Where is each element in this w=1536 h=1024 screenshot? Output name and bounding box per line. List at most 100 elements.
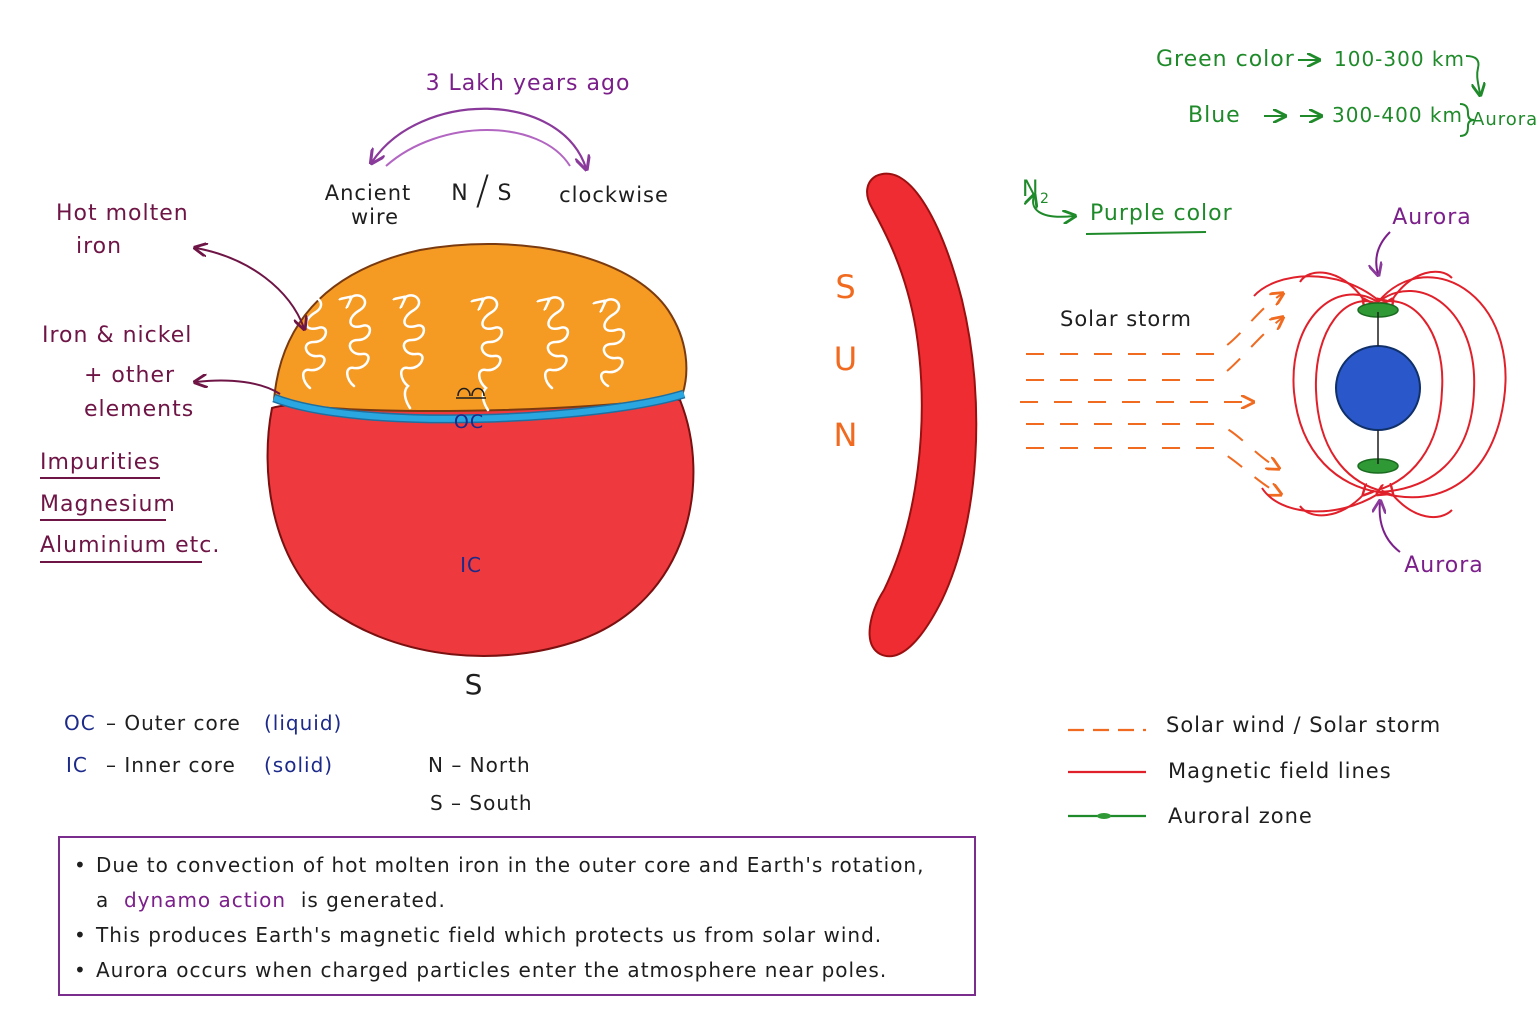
solar-wind-arrow-4 (1026, 423, 1278, 468)
pole-s-label: S (498, 181, 513, 206)
pole-n-label: N (451, 181, 468, 206)
doodle-mark (456, 387, 486, 399)
sun-shape (866, 172, 978, 658)
swirl-6 (601, 298, 625, 388)
note-text-2b: is generated. (300, 888, 446, 912)
field-line-bottom-cusp (1299, 494, 1364, 517)
aurora-top-label: Aurora (1392, 205, 1472, 230)
hot-molten-arrow (196, 248, 304, 328)
legend-label-auroral-zone: Auroral zone (1168, 804, 1313, 828)
green-range-hook (1465, 55, 1480, 94)
ic-core-label: IC (460, 553, 482, 577)
key-south: S – South (430, 791, 533, 815)
aluminium-label: Aluminium etc. (40, 533, 220, 558)
purple-color-underline (1085, 231, 1207, 235)
aurora-bottom-arrow (1380, 502, 1401, 553)
ancient-wire-label-1: Ancient (325, 181, 412, 205)
key-oc-abbr: OC (64, 711, 96, 735)
convection-swirls (303, 294, 625, 412)
south-pole-label: S (465, 668, 484, 701)
inner-core-shape (266, 394, 695, 657)
field-line-mid-right (1377, 290, 1476, 493)
field-line-inner-left (1314, 300, 1379, 491)
iron-nickel-label-2: + other (84, 363, 175, 388)
field-line-top-cusp (1299, 271, 1364, 300)
green-color-label: Green color (1156, 47, 1295, 72)
field-line-top-cusp-r (1392, 270, 1453, 300)
outer-core-shape (272, 242, 688, 413)
aurora-colors-notes: Green color 100-300 km Blue 300-400 km A… (1022, 47, 1536, 235)
sun-letter-n: N (834, 416, 859, 454)
solar-storm-label: Solar storm (1060, 307, 1192, 331)
magnetic-field-lines (1253, 270, 1507, 518)
n2-arrow (1033, 196, 1074, 217)
key-north: N – North (428, 753, 531, 777)
field-line-outer-left-top (1253, 275, 1378, 300)
note-line-3: • This produces Earth's magnetic field wh… (74, 920, 958, 955)
note-line-1: • Due to convection of hot molten iron in… (74, 850, 958, 885)
ancient-wire-label-2: wire (351, 205, 399, 229)
reversal-arrow-outer (372, 107, 586, 168)
purple-color-label: Purple color (1090, 201, 1233, 226)
swirl-5 (545, 296, 569, 390)
green-range-label: 100-300 km (1334, 47, 1465, 71)
reversal-arrow-inner (385, 129, 571, 167)
swirl-4 (479, 296, 503, 412)
key-oc-state: (liquid) (264, 711, 342, 735)
aurora-bottom-label: Aurora (1404, 553, 1484, 578)
field-line-outer-left-bottom (1261, 488, 1378, 513)
swirl-1 (303, 296, 327, 390)
key-oc-text: – Outer core (106, 711, 241, 735)
earth-globe (1335, 345, 1421, 431)
magnesium-label: Magnesium (40, 492, 176, 517)
note-bullet: • (74, 923, 87, 947)
swirl-3 (401, 294, 425, 410)
legend-label-field-lines: Magnetic field lines (1168, 759, 1392, 783)
aurora-brace (1459, 103, 1475, 137)
sun-letter-s: S (835, 268, 856, 306)
impurities-label: Impurities (40, 450, 161, 475)
note-line-2: a dynamo action is generated. (74, 885, 958, 920)
iron-nickel-label-1: Iron & nickel (42, 323, 192, 348)
note-text-4: Aurora occurs when charged particles ent… (96, 958, 888, 982)
legend: Solar wind / Solar storm Magnetic field … (1068, 713, 1441, 828)
sun-letter-u: U (834, 340, 858, 378)
note-text-3: This produces Earth's magnetic field whi… (96, 923, 883, 947)
n2-subscript: 2 (1040, 191, 1050, 207)
note-bullet: • (74, 853, 87, 877)
pole-slash: / (476, 168, 490, 214)
solar-wind-arrows (1020, 294, 1282, 494)
hot-molten-label-1: Hot molten (56, 201, 189, 226)
core-key: OC – Outer core (liquid) IC – Inner core… (64, 711, 533, 815)
blue-label: Blue (1188, 103, 1241, 128)
swirl-2 (347, 294, 371, 388)
field-line-outer-right (1377, 276, 1507, 499)
legend-label-solar-wind: Solar wind / Solar storm (1166, 713, 1441, 737)
key-ic-text: – Inner core (106, 753, 236, 777)
aurora-brace-label: Aurora (1472, 109, 1536, 130)
note-text-1: Due to convection of hot molten iron in … (96, 853, 925, 877)
field-line-mid-left (1292, 293, 1379, 493)
notes-box: • Due to convection of hot molten iron in… (58, 836, 976, 996)
note-text-2a: a (96, 888, 110, 912)
earth-cross-section: OC IC S 3 Lakh years ago Ancient wire N … (40, 71, 695, 701)
n2-label: N (1022, 177, 1039, 202)
oc-core-label: OC (454, 411, 484, 433)
note-bullet: • (74, 958, 87, 982)
aurora-top-arrow (1376, 231, 1391, 274)
field-line-inner-right (1377, 300, 1444, 491)
field-line-bottom-cusp-r (1392, 494, 1453, 518)
clockwise-label: clockwise (559, 183, 669, 207)
iron-nickel-label-3: elements (84, 397, 194, 422)
hot-molten-label-2: iron (76, 234, 122, 259)
note-highlight-dynamo: dynamo action (123, 888, 287, 912)
sun-arc: S U N (834, 172, 978, 658)
note-line-4: • Aurora occurs when charged particles en… (74, 955, 958, 990)
blue-range-label: 300-400 km (1332, 103, 1463, 127)
key-ic-abbr: IC (66, 753, 88, 777)
legend-swatch-auroral-dot (1097, 813, 1111, 819)
time-label: 3 Lakh years ago (426, 71, 631, 96)
solar-wind-arrow-5 (1026, 447, 1280, 494)
